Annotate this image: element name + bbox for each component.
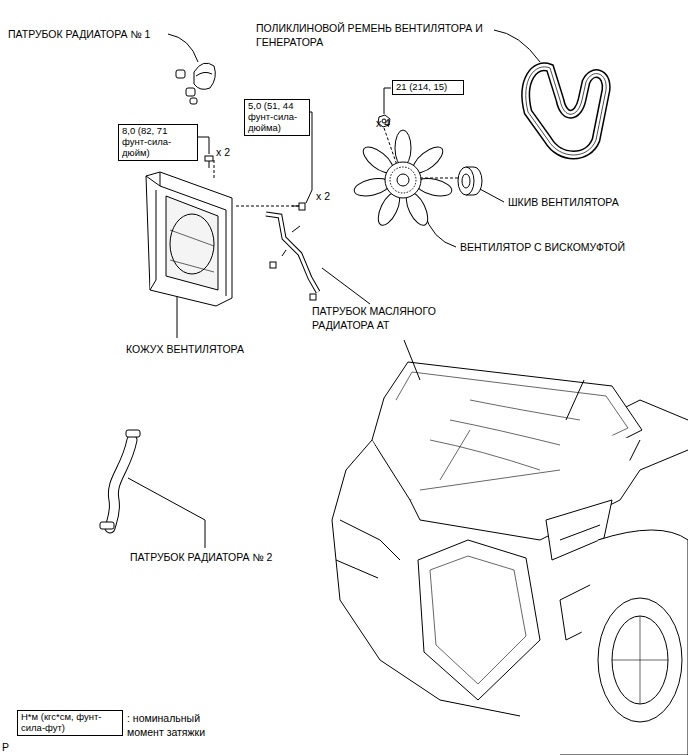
leader-line: [177, 292, 178, 338]
assembly-line: [236, 206, 300, 207]
leader-line: [494, 30, 540, 62]
legend-box: Н*м (кгс*см, фунт-сила-фут): [17, 710, 123, 736]
part-label: КОЖУХ ВЕНТИЛЯТОРА: [126, 343, 296, 357]
leader-line: [322, 268, 370, 304]
part-label: ПОЛИКЛИНОВОЙ РЕМЕНЬ ВЕНТИЛЯТОРА И ГЕНЕРА…: [256, 22, 506, 49]
assembly-line: [214, 160, 215, 178]
leader-line: [478, 188, 504, 202]
part-label: ВЕНТИЛЯТОР С ВИСКОМУФТОЙ: [460, 241, 680, 255]
part-label: ШКИВ ВЕНТИЛЯТОРА: [508, 196, 678, 210]
leader-line: [424, 212, 456, 247]
leader-line: [197, 137, 209, 154]
fan-shroud: [146, 172, 232, 306]
fluid-coupling-fan: [352, 130, 453, 228]
part-label: ПАТРУБОК РАДИАТОРА № 1: [8, 28, 178, 42]
torque-box: 5,0 (51, 44 фунт-сила-дюйма): [244, 99, 310, 136]
leader-line: [384, 88, 391, 114]
leader-line: [128, 478, 205, 548]
torque-box: 8,0 (82, 71 фунт-сила-дюйм): [118, 124, 198, 161]
vehicle-front: [332, 340, 688, 755]
part-label: P: [2, 741, 14, 755]
radiator-hose-1: [176, 63, 215, 104]
part-label: x 2: [216, 146, 246, 160]
torque-box: 21 (214, 15): [392, 80, 464, 95]
torque-value: Н*м (кгс*см, фунт-сила-фут): [21, 712, 119, 734]
oil-cooler-hose: [266, 214, 318, 300]
torque-value: 21 (214, 15): [396, 82, 460, 93]
part-label: ПАТРУБОК МАСЛЯНОГО РАДИАТОРА АТ: [312, 305, 472, 332]
torque-value: 5,0 (51, 44 фунт-сила-дюйма): [248, 101, 306, 134]
part-label: ПАТРУБОК РАДИАТОРА № 2: [130, 551, 330, 565]
part-label: x 4: [376, 117, 406, 131]
v-ribbed-belt: [526, 67, 606, 155]
leader-line: [168, 34, 198, 62]
torque-value: 8,0 (82, 71 фунт-сила-дюйм): [122, 126, 194, 159]
radiator-hose-2: [100, 430, 140, 529]
fan-pulley: [458, 167, 482, 195]
part-label: x 2: [316, 190, 346, 204]
part-label: : номинальный момент затяжки: [127, 712, 219, 739]
